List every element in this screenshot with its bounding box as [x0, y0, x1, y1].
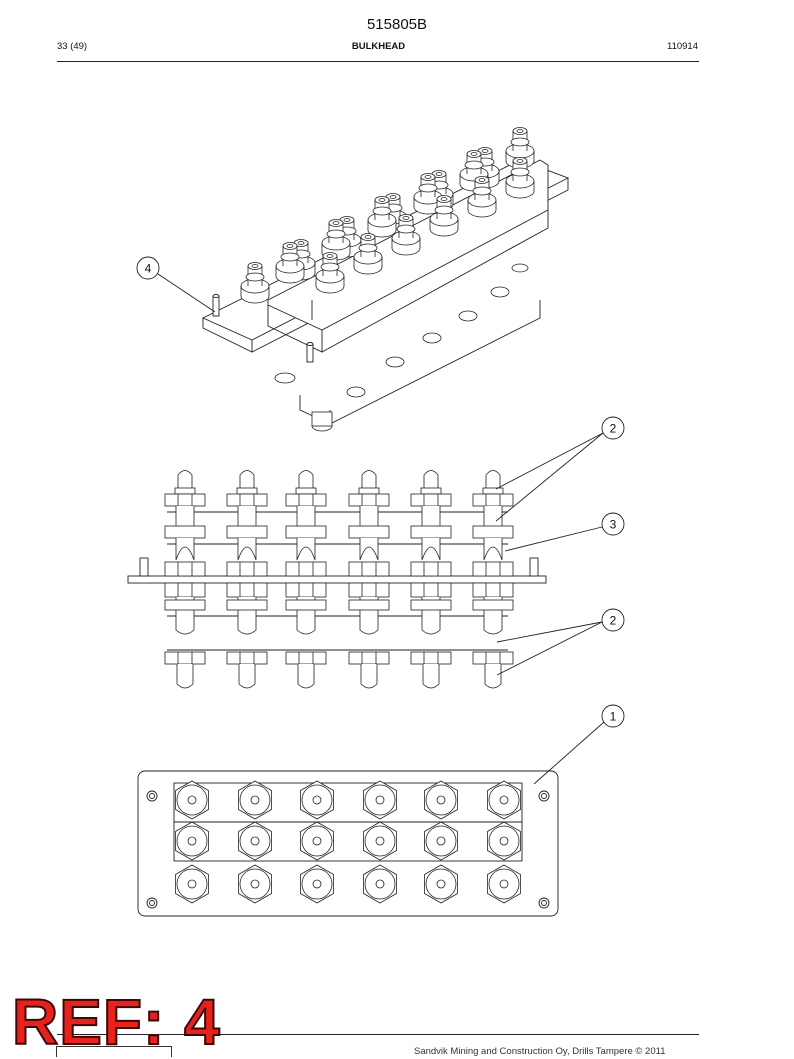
side-fitting: [226, 470, 268, 689]
iso-fitting: [275, 242, 305, 284]
plan-fitting: [238, 864, 272, 904]
callout-3-label: 3: [610, 518, 617, 532]
side-view: [127, 470, 547, 689]
callout-4: 4: [136, 256, 216, 313]
plan-fitting: [175, 780, 209, 820]
iso-fitting: [467, 176, 497, 218]
plan-fitting: [424, 780, 458, 820]
side-fitting: [472, 470, 514, 689]
copyright: Sandvik Mining and Construction Oy, Dril…: [414, 1046, 666, 1057]
iso-fitting: [413, 173, 443, 215]
plan-fitting: [487, 780, 521, 820]
document-number: 515805B: [366, 16, 428, 33]
callout-2-bottom: 2: [496, 608, 625, 676]
iso-fitting: [505, 157, 535, 199]
plan-fitting: [300, 821, 334, 861]
iso-fitting: [367, 196, 397, 238]
ref-stamp: REF: 4: [11, 985, 221, 1059]
footer-rule: [57, 1034, 699, 1035]
side-fitting: [164, 470, 206, 689]
plan-fitting: [487, 864, 521, 904]
plan-fitting: [424, 864, 458, 904]
callout-3: 3: [504, 512, 625, 552]
callout-2-bottom-label: 2: [610, 614, 617, 628]
iso-fitting: [391, 214, 421, 256]
plan-fitting: [238, 821, 272, 861]
page-count: 33 (49): [57, 41, 88, 52]
side-fitting: [348, 470, 390, 689]
logo-box: [56, 1046, 172, 1057]
side-fitting: [410, 470, 452, 689]
plan-fitting: [424, 821, 458, 861]
side-fitting: [285, 470, 327, 689]
iso-fitting: [315, 252, 345, 294]
plan-fitting: [300, 864, 334, 904]
plan-fitting: [363, 780, 397, 820]
callout-2-top: 2: [495, 416, 625, 522]
plan-fitting: [363, 821, 397, 861]
plan-fitting: [175, 864, 209, 904]
plan-fitting: [363, 864, 397, 904]
plan-fitting: [300, 780, 334, 820]
iso-fitting: [353, 233, 383, 275]
isometric-view: [201, 127, 570, 432]
plan-fitting: [238, 780, 272, 820]
callout-1-label: 1: [610, 710, 617, 724]
section-title: BULKHEAD: [351, 41, 406, 52]
iso-fitting: [240, 262, 270, 304]
header-rule: [57, 61, 699, 62]
plan-fitting: [487, 821, 521, 861]
callout-2-top-label: 2: [610, 422, 617, 436]
plan-fitting: [175, 821, 209, 861]
date-code: 110914: [667, 41, 698, 52]
iso-fitting: [429, 195, 459, 237]
callout-1: 1: [533, 704, 625, 785]
callout-4-label: 4: [145, 262, 152, 276]
plan-view: [137, 770, 559, 917]
